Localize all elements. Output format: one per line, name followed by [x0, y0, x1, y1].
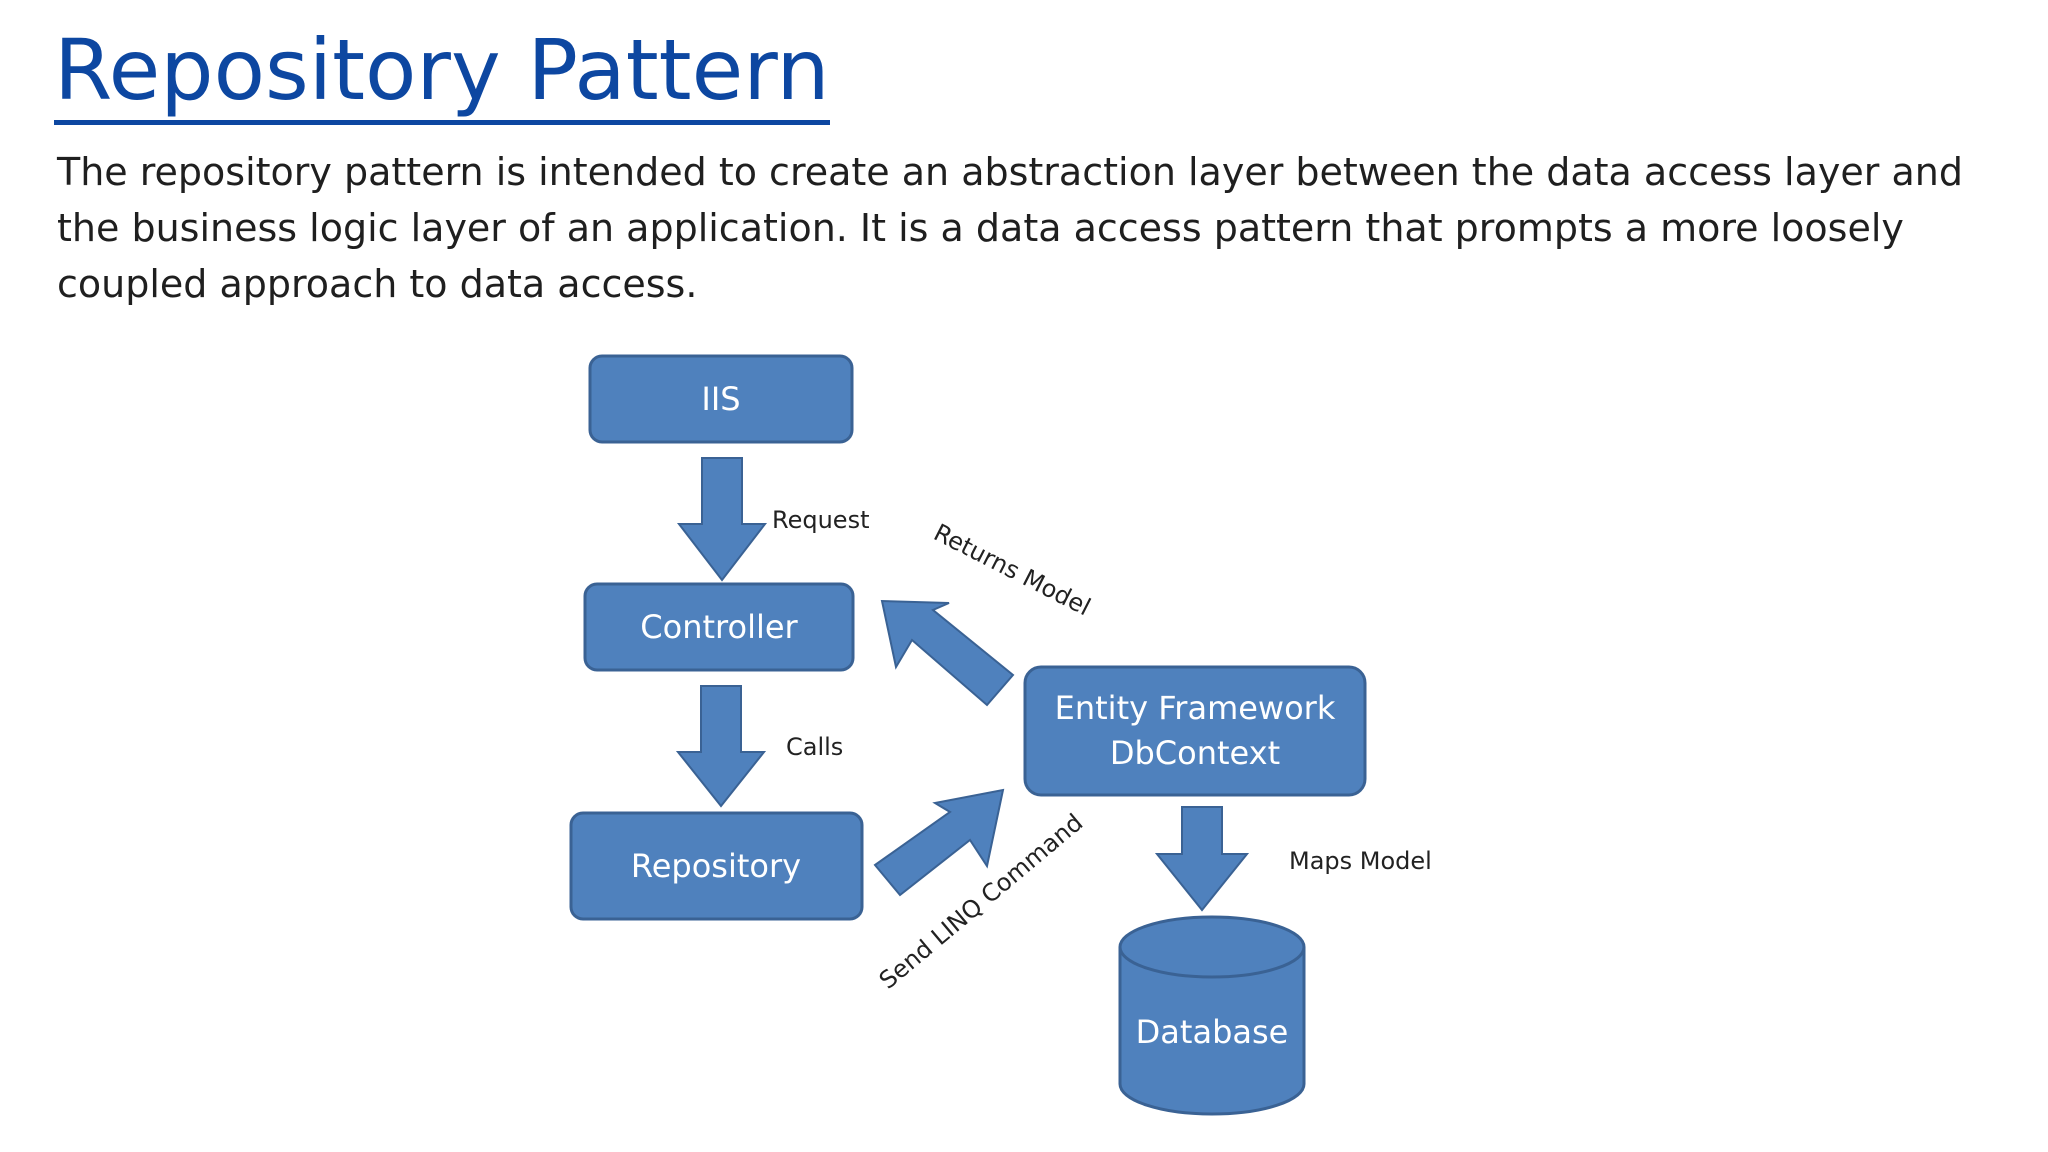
controller-node: Controller [583, 582, 855, 672]
database-node: Database [1118, 915, 1306, 1116]
request-label: Request [772, 506, 870, 534]
calls-arrow [675, 685, 767, 808]
intro-paragraph: The repository pattern is intended to cr… [57, 150, 1963, 306]
calls-label: Calls [786, 733, 843, 761]
request-arrow [676, 457, 768, 582]
maps-model-arrow [1154, 806, 1250, 912]
page-title: Repository Pattern [54, 20, 830, 125]
dbcontext-label: DbContext [1110, 734, 1280, 772]
entity-framework-label: Entity Framework [1055, 689, 1336, 727]
repository-label: Repository [631, 847, 801, 885]
database-label: Database [1136, 1013, 1289, 1051]
iis-node: IIS [588, 354, 854, 444]
returns-model-arrow [880, 599, 1015, 707]
maps-model-label: Maps Model [1289, 847, 1432, 875]
iis-label: IIS [701, 380, 740, 418]
send-linq-command-arrow [873, 788, 1005, 897]
entity-framework-node: Entity Framework DbContext [1023, 665, 1367, 797]
repository-node: Repository [569, 811, 864, 921]
controller-label: Controller [640, 608, 798, 646]
returns-model-label: Returns Model [929, 518, 1095, 621]
